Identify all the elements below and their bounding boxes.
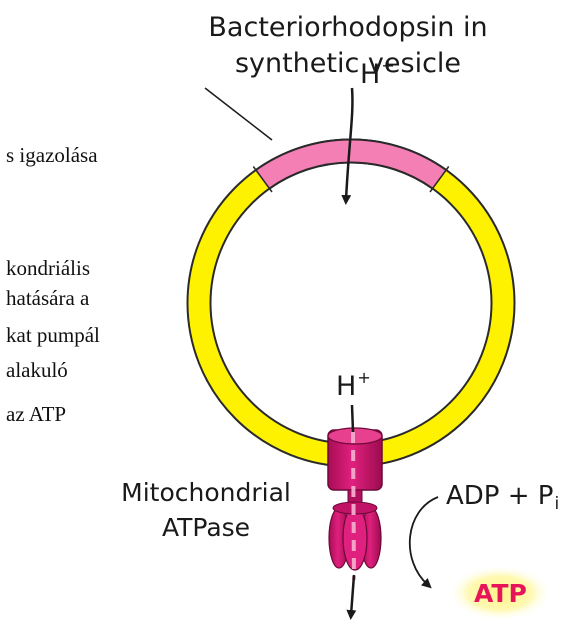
h-plus-top-label: H+: [360, 58, 395, 88]
adp-pi-label: ADP + Pi: [446, 483, 559, 513]
proton-outflow-arrow-top: [352, 405, 353, 432]
title-line-2: synthetic vesicle: [168, 50, 528, 77]
atp-label: ATP: [474, 581, 527, 606]
atpase-label-line-1: Mitochondrial: [96, 480, 316, 505]
title-line-1: Bacteriorhodopsin in: [168, 14, 528, 41]
atpase-label-line-2: ATPase: [96, 515, 316, 540]
reaction-arrow: [410, 497, 438, 585]
title-pointer-line: [205, 88, 272, 140]
h-plus-bottom-label: H+: [336, 370, 371, 400]
